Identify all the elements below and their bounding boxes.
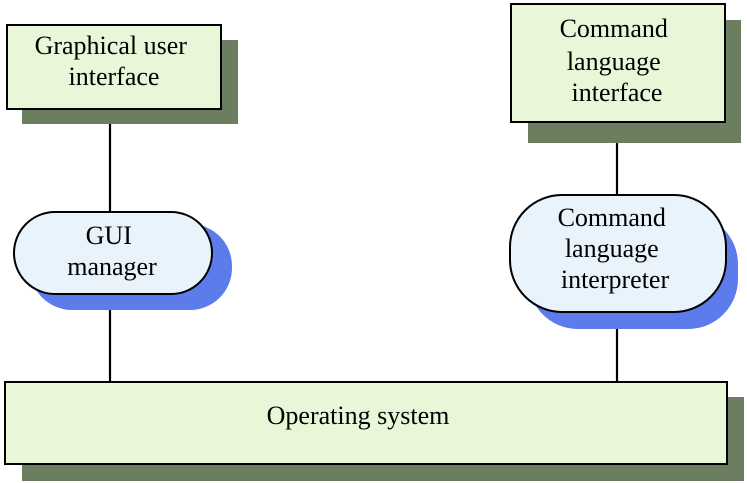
gui-box-body bbox=[6, 24, 222, 110]
gui-manager-body bbox=[13, 211, 213, 295]
cli-interpreter-label-line-2: language bbox=[565, 234, 659, 263]
gui-box-label-line-1: Graphical user bbox=[35, 31, 188, 60]
gui-box-label-line-2: interface bbox=[69, 62, 160, 91]
os-box-label: Operating system bbox=[267, 401, 450, 430]
cli-interpreter-body bbox=[509, 194, 727, 313]
gui-box-label: Graphical user interface bbox=[35, 31, 194, 91]
gui-manager-label: GUI manager bbox=[67, 221, 157, 281]
cli-interpreter-label: Command language interpreter bbox=[558, 203, 673, 294]
cli-interpreter-label-line-1: Command bbox=[558, 203, 666, 232]
cli-box-body bbox=[510, 3, 726, 123]
gui-box: Graphical user interface bbox=[6, 24, 238, 124]
cli-box-label-line-2: language bbox=[567, 47, 661, 76]
os-box-body bbox=[4, 381, 728, 465]
cli-interpreter-label-line-3: interpreter bbox=[561, 265, 670, 294]
gui-manager-label-line-1: GUI bbox=[86, 221, 132, 250]
gui-manager-node: GUI manager bbox=[13, 211, 232, 310]
cli-box-label-line-1: Command bbox=[560, 14, 668, 43]
cli-box-label-line-3: interface bbox=[572, 78, 663, 107]
cli-box-label: Command language interface bbox=[560, 14, 675, 107]
gui-manager-label-line-2: manager bbox=[67, 252, 157, 281]
os-box: Operating system bbox=[4, 381, 744, 481]
cli-interpreter-node: Command language interpreter bbox=[509, 194, 738, 329]
cli-box: Command language interface bbox=[510, 3, 741, 143]
